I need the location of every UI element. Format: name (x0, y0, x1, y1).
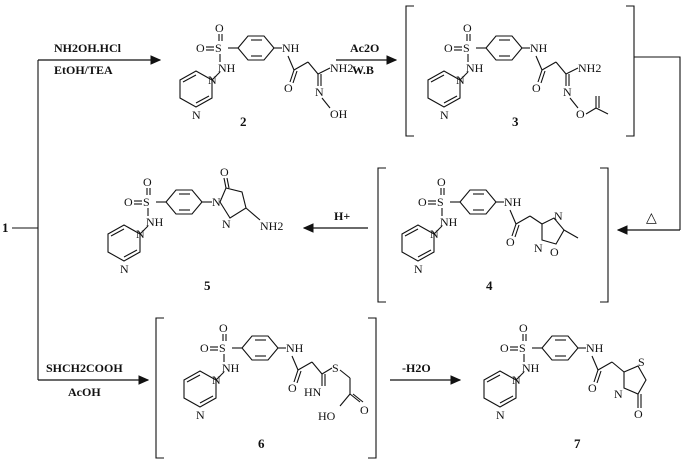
svg-text:N: N (554, 209, 563, 223)
compound-2-structure: N N NH S O O NH O NH2 N OH (179, 21, 353, 122)
reagent-ethanol-tea: EtOH/TEA (54, 63, 113, 77)
compound-5-label: 5 (204, 278, 211, 293)
svg-text:HO: HO (318, 409, 336, 423)
heat-symbol: △ (646, 211, 657, 226)
reagent-acid: H+ (334, 209, 350, 223)
svg-text:O: O (634, 407, 643, 421)
svg-text:S: S (519, 341, 526, 355)
svg-text:NH: NH (440, 215, 458, 229)
compound-4-label: 4 (486, 278, 493, 293)
svg-text:NH2: NH2 (578, 61, 601, 75)
svg-text:NH: NH (286, 341, 304, 355)
svg-text:N: N (563, 85, 572, 99)
compound-3-label: 3 (512, 114, 519, 129)
svg-text:N: N (120, 262, 129, 276)
compound-7-label: 7 (574, 436, 581, 451)
svg-text:O: O (196, 41, 205, 55)
svg-text:NH: NH (504, 195, 522, 209)
svg-text:S: S (463, 41, 470, 55)
svg-text:NH: NH (466, 61, 484, 75)
svg-text:HN: HN (304, 385, 322, 399)
svg-text:NH: NH (586, 341, 604, 355)
compound-2-label: 2 (240, 114, 247, 129)
svg-text:S: S (143, 195, 150, 209)
svg-text:S: S (215, 41, 222, 55)
scheme-lines (12, 55, 681, 385)
svg-text:O: O (215, 21, 224, 35)
reagent-dehydration: -H2O (402, 361, 431, 375)
svg-text:O: O (532, 81, 541, 95)
reagent-acetic-acid: AcOH (68, 385, 101, 399)
svg-text:S: S (219, 341, 226, 355)
svg-text:N: N (222, 217, 231, 231)
svg-text:N: N (414, 262, 423, 276)
svg-text:NH: NH (522, 361, 540, 375)
svg-text:N: N (496, 408, 505, 422)
svg-text:NH2: NH2 (330, 61, 353, 75)
svg-text:O: O (519, 321, 528, 335)
svg-text:O: O (506, 235, 515, 249)
reagent-hydroxylamine: NH2OH.HCl (54, 41, 122, 55)
compound-5-structure: N N NH S O O N O N NH2 (107, 165, 283, 276)
bracket-compound-6 (155, 317, 377, 459)
svg-text:NH: NH (218, 61, 236, 75)
svg-text:O: O (418, 195, 427, 209)
svg-text:O: O (444, 41, 453, 55)
svg-text:O: O (143, 175, 152, 189)
svg-text:S: S (437, 195, 444, 209)
svg-text:N: N (534, 241, 543, 255)
svg-text:O: O (576, 107, 585, 121)
svg-text:O: O (437, 175, 446, 189)
svg-text:N: N (315, 85, 324, 99)
svg-text:N: N (192, 108, 201, 122)
svg-text:NH: NH (282, 41, 300, 55)
svg-text:NH2: NH2 (260, 219, 283, 233)
compound-3-structure: N N NH S O O NH O NH2 N O (427, 21, 609, 122)
svg-text:O: O (288, 381, 297, 395)
svg-text:OH: OH (330, 107, 348, 121)
bracket-compound-4 (377, 167, 609, 303)
svg-text:O: O (200, 341, 209, 355)
svg-text:O: O (220, 165, 229, 179)
compound-4-structure: N N NH S O O NH O N N O (401, 175, 579, 276)
svg-text:NH: NH (146, 215, 164, 229)
svg-text:O: O (124, 195, 133, 209)
compound-6-structure: N N NH S O O NH O S O HO HN (183, 321, 369, 423)
svg-text:O: O (360, 403, 369, 417)
svg-text:O: O (550, 245, 559, 259)
svg-text:O: O (500, 341, 509, 355)
svg-text:NH: NH (530, 41, 548, 55)
reagent-thioglycolic-acid: SHCH2COOH (46, 361, 123, 375)
svg-text:N: N (440, 108, 449, 122)
svg-text:S: S (332, 361, 339, 375)
svg-text:O: O (588, 381, 597, 395)
reagent-acetic-anhydride: Ac2O (350, 41, 379, 55)
svg-text:N: N (212, 195, 221, 209)
compound-6-label: 6 (258, 436, 265, 451)
svg-text:O: O (284, 81, 293, 95)
svg-text:N: N (614, 387, 623, 401)
svg-text:S: S (638, 355, 645, 369)
svg-text:O: O (219, 321, 228, 335)
svg-text:NH: NH (222, 361, 240, 375)
bracket-compound-3 (405, 5, 635, 137)
compound-1-label: 1 (2, 220, 9, 235)
compound-7-structure: N N NH S O O NH O S N O (483, 321, 647, 422)
svg-text:N: N (196, 408, 205, 422)
svg-text:O: O (463, 21, 472, 35)
reagent-water-bath: W.B (352, 63, 374, 77)
